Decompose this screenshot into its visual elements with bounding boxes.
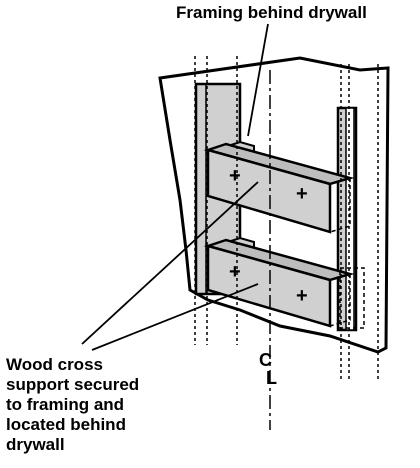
- top-label: Framing behind drywall: [176, 3, 367, 22]
- bottom-label-line: support secured: [6, 375, 139, 394]
- centerline-label-c: C: [259, 350, 272, 370]
- centerline-label-l: L: [266, 368, 277, 388]
- bottom-leader-lines: [81, 181, 259, 351]
- bottom-label-line: located behind: [6, 415, 126, 434]
- screw-marks: + + + +: [229, 165, 308, 307]
- bottom-label-line: Wood cross: [6, 355, 103, 374]
- bottom-label: Wood cross support secured to framing an…: [6, 355, 139, 454]
- screw-mark: +: [229, 261, 241, 283]
- screw-mark: +: [296, 183, 308, 205]
- bottom-label-line: drywall: [6, 435, 65, 454]
- bottom-label-line: to framing and: [6, 395, 124, 414]
- screw-mark: +: [229, 165, 241, 187]
- lower-cross-support: [203, 236, 365, 329]
- upper-cross-support: [203, 142, 355, 234]
- top-leader-line: [247, 23, 269, 137]
- screw-mark: +: [296, 285, 308, 307]
